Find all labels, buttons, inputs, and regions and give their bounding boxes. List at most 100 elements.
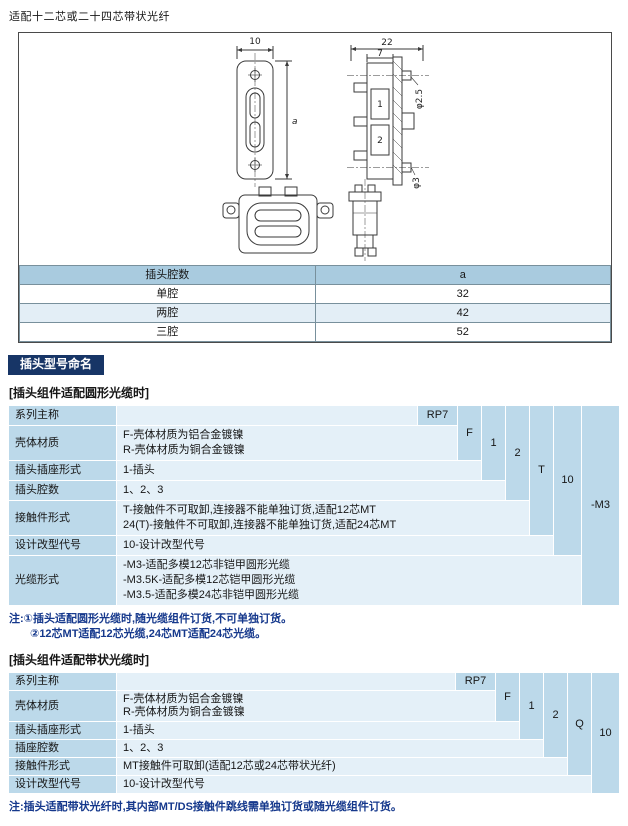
series-desc-cell bbox=[116, 405, 418, 426]
spec-row-value: 32 bbox=[314, 284, 611, 304]
naming-desc-cell: 1、2、3 bbox=[116, 739, 544, 758]
code-cell-rp7: RP7 bbox=[417, 405, 458, 426]
front-view-drawing: 10 a bbox=[236, 37, 298, 187]
naming-label-cell: 接触件形式 bbox=[8, 500, 117, 536]
code-cell-form: 1 bbox=[481, 405, 506, 481]
naming-label-cell: 插头腔数 bbox=[8, 480, 117, 501]
naming-label-cell: 设计改型代号 bbox=[8, 535, 117, 556]
spec-row-value: 42 bbox=[314, 303, 611, 323]
desc-line: F-壳体材质为铝合金镀镍 bbox=[123, 693, 244, 705]
cavity-spec-table: 插头腔数 a 单腔 32 两腔 42 三腔 52 bbox=[19, 265, 611, 342]
naming-row-shell: 壳体材质 F-壳体材质为铝合金镀镍 R-壳体材质为铜合金镀镍 bbox=[8, 690, 620, 722]
note-line: 注:①插头适配圆形光缆时,随光缆组件订货,不可单独订货。 bbox=[9, 613, 293, 625]
naming-row-form: 插头插座形式 1-插头 bbox=[8, 460, 620, 481]
naming-row-cavities: 插座腔数 1、2、3 bbox=[8, 739, 620, 758]
naming-row-series: 系列主称 RP7 F 1 2 Q 10 bbox=[8, 672, 620, 794]
round-cable-heading: [插头组件适配圆形光缆时] bbox=[9, 386, 149, 400]
naming-row-contact: 接触件形式 T-接触件不可取卸,连接器不能单独订货,适配12芯MT 24(T)-… bbox=[8, 500, 620, 536]
naming-label-cell: 壳体材质 bbox=[8, 690, 117, 722]
naming-row-form: 插头插座形式 1-插头 bbox=[8, 721, 620, 740]
desc-line: 1、2、3 bbox=[123, 484, 164, 496]
dim-width-label: 10 bbox=[249, 37, 261, 47]
desc-line: -M3-适配多模12芯非铠甲圆形光缆 bbox=[123, 559, 290, 571]
naming-label-cell: 插头插座形式 bbox=[8, 460, 117, 481]
naming-desc-cell: 10-设计改型代号 bbox=[116, 775, 592, 794]
spec-row-label: 两腔 bbox=[19, 303, 316, 323]
naming-desc-cell: 1-插头 bbox=[116, 460, 482, 481]
side-view-drawing: 22 7 1 2 bbox=[347, 38, 429, 189]
desc-line: 1-插头 bbox=[123, 464, 155, 476]
desc-line: 10-设计改型代号 bbox=[123, 778, 205, 790]
desc-line: 1-插头 bbox=[123, 724, 155, 736]
ribbon-cable-note: 注:插头适配带状光纤时,其内部MT/DS接触件跳线需单独订货或随光缆组件订货。 bbox=[9, 801, 402, 813]
naming-label-cell: 插头插座形式 bbox=[8, 721, 117, 740]
spec-row-label: 单腔 bbox=[19, 284, 316, 304]
naming-desc-cell: -M3-适配多模12芯非铠甲圆形光缆 -M3.5K-适配多模12芯铠甲圆形光缆 … bbox=[116, 555, 582, 606]
desc-line: F-壳体材质为铝合金镀镍 bbox=[123, 429, 244, 441]
code-cell-cavities: 2 bbox=[543, 672, 568, 758]
naming-row-revision: 设计改型代号 10-设计改型代号 bbox=[8, 535, 620, 556]
spec-row-value: 52 bbox=[314, 322, 611, 342]
desc-line: T-接触件不可取卸,连接器不能单独订货,适配12芯MT bbox=[123, 504, 377, 516]
naming-row-series: 系列主称 RP7 F 1 2 T 10 -M3 bbox=[8, 405, 620, 606]
naming-desc-cell: F-壳体材质为铝合金镀镍 R-壳体材质为铜合金镀镍 bbox=[116, 425, 458, 461]
spec-header-row: 插头腔数 a bbox=[19, 265, 611, 285]
ribbon-cable-heading: [插头组件适配带状光缆时] bbox=[9, 653, 149, 667]
code-cell-rp7: RP7 bbox=[455, 672, 496, 691]
naming-label-cell: 壳体材质 bbox=[8, 425, 117, 461]
spec-row-label: 三腔 bbox=[19, 322, 316, 342]
naming-row-contact: 接触件形式 MT接触件可取卸(适配12芯或24芯带状光纤) bbox=[8, 757, 620, 776]
cavity-1-marker: 1 bbox=[377, 100, 383, 110]
naming-label-cell: 系列主称 bbox=[8, 405, 117, 426]
naming-row-cable: 光缆形式 -M3-适配多模12芯非铠甲圆形光缆 -M3.5K-适配多模12芯铠甲… bbox=[8, 555, 620, 606]
dim-seven-label: 7 bbox=[377, 49, 383, 59]
spec-col2-header: a bbox=[314, 265, 611, 285]
naming-label-cell: 设计改型代号 bbox=[8, 775, 117, 794]
cavity-2-marker: 2 bbox=[377, 136, 383, 146]
desc-line: 24(T)-接触件不可取卸,连接器不能单独订货,适配24芯MT bbox=[123, 519, 397, 531]
desc-line: -M3.5K-适配多模12芯铠甲圆形光缆 bbox=[123, 574, 296, 586]
naming-desc-cell: T-接触件不可取卸,连接器不能单独订货,适配12芯MT 24(T)-接触件不可取… bbox=[116, 500, 530, 536]
top-note: 适配十二芯或二十四芯带状光纤 bbox=[9, 11, 170, 23]
spec-row-single: 单腔 32 bbox=[19, 284, 611, 304]
section-banner: 插头型号命名 bbox=[8, 355, 105, 375]
dim-d3-label: φ3 bbox=[412, 177, 422, 189]
drawing-box: 10 a 22 7 bbox=[18, 32, 612, 343]
plug-front-view-drawing bbox=[222, 186, 334, 254]
code-cell-cavities: 2 bbox=[505, 405, 530, 501]
desc-line: R-壳体材质为铜合金镀镍 bbox=[123, 706, 245, 718]
round-cable-naming-table: 系列主称 RP7 F 1 2 T 10 -M3 壳体材质 F-壳体材质为铝合金镀… bbox=[8, 405, 620, 606]
spec-col1-header: 插头腔数 bbox=[19, 265, 316, 285]
naming-label-cell: 接触件形式 bbox=[8, 757, 117, 776]
code-cell-revision: 10 bbox=[553, 405, 582, 556]
code-cell-shell: F bbox=[495, 672, 520, 722]
naming-label-cell: 系列主称 bbox=[8, 672, 117, 691]
spec-row-double: 两腔 42 bbox=[19, 303, 611, 323]
desc-line: 10-设计改型代号 bbox=[123, 539, 205, 551]
note-line: ②12芯MT适配12芯光缆,24芯MT适配24芯光缆。 bbox=[30, 628, 267, 640]
naming-row-revision: 设计改型代号 10-设计改型代号 bbox=[8, 775, 620, 794]
desc-line: 1、2、3 bbox=[123, 742, 164, 754]
naming-desc-cell: MT接触件可取卸(适配12芯或24芯带状光纤) bbox=[116, 757, 568, 776]
desc-line: MT接触件可取卸(适配12芯或24芯带状光纤) bbox=[123, 760, 336, 772]
dim-depth-label: 22 bbox=[381, 38, 392, 48]
naming-desc-cell: F-壳体材质为铝合金镀镍 R-壳体材质为铜合金镀镍 bbox=[116, 690, 496, 722]
desc-line: R-壳体材质为铜合金镀镍 bbox=[123, 444, 245, 456]
naming-desc-cell: 1-插头 bbox=[116, 721, 520, 740]
round-cable-notes: 注:①插头适配圆形光缆时,随光缆组件订货,不可单独订货。 ②12芯MT适配12芯… bbox=[9, 612, 620, 642]
code-cell-contact: Q bbox=[567, 672, 592, 776]
ribbon-cable-naming-table: 系列主称 RP7 F 1 2 Q 10 壳体材质 F-壳体材质为铝合金镀镍 R-… bbox=[8, 672, 620, 794]
naming-label-cell: 插座腔数 bbox=[8, 739, 117, 758]
spec-row-triple: 三腔 52 bbox=[19, 322, 611, 342]
technical-drawings: 10 a 22 7 bbox=[222, 37, 429, 261]
code-cell-shell: F bbox=[457, 405, 482, 461]
naming-label-cell: 光缆形式 bbox=[8, 555, 117, 606]
dim-a-label: a bbox=[292, 117, 298, 127]
code-cell-cable: -M3 bbox=[581, 405, 620, 606]
naming-desc-cell: 10-设计改型代号 bbox=[116, 535, 554, 556]
naming-desc-cell: 1、2、3 bbox=[116, 480, 506, 501]
dim-d25-label: φ2.5 bbox=[415, 89, 425, 109]
plug-side-view-drawing bbox=[348, 179, 382, 261]
code-cell-revision: 10 bbox=[591, 672, 620, 794]
